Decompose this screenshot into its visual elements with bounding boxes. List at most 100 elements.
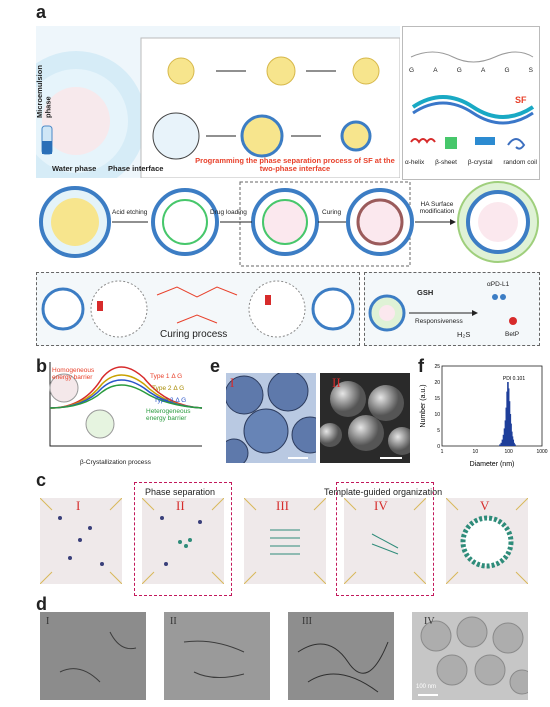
y-tick-label: 15	[434, 396, 440, 402]
seq-residue: G	[456, 67, 462, 74]
type1-label: Type 1 Δ G	[150, 373, 183, 380]
responsiveness-box: GSH αPD-L1 Responsiveness H₂S BetP	[364, 272, 540, 346]
histogram-bar	[499, 444, 501, 446]
template-guided-highlight	[336, 482, 434, 596]
step-drug-loading: Drug loading	[210, 209, 247, 216]
step-acid-etching: Acid etching	[112, 209, 148, 216]
histogram-bar	[500, 442, 503, 446]
y-tick-label: 5	[437, 428, 440, 434]
template-guided-label: Template-guided organization	[324, 487, 443, 497]
x-tick-label: 1	[441, 449, 444, 455]
tem-label-2: II	[170, 616, 177, 627]
heterogeneous-label: Heterogeneous energy barrier	[146, 408, 191, 423]
histogram-bar	[501, 439, 504, 446]
step-ha-modification: HA Surface modification	[419, 201, 455, 216]
phase-separation-label: Phase separation	[145, 487, 216, 497]
particle-5	[457, 181, 539, 263]
histogram-bar	[512, 439, 515, 446]
y-tick-label: 25	[434, 364, 440, 370]
md-drawing-2	[142, 498, 224, 584]
homogeneous-label: Homogeneous energy barrier	[52, 367, 95, 382]
beta-sheet-label: β-sheet	[435, 159, 457, 166]
tem-image-1: I	[40, 612, 146, 700]
tem-particles-4	[418, 616, 535, 696]
particle-4	[346, 188, 414, 256]
particle-1	[39, 186, 111, 258]
histogram-bar	[503, 428, 506, 446]
phase-interface-label: Phase interface	[108, 164, 164, 173]
sf-structure-legend: G A G A G S SF α-helix β-sheet β-crystal…	[402, 26, 540, 180]
f-xlabel: Diameter (nm)	[470, 461, 515, 468]
tem-image-2: II	[164, 612, 270, 700]
structure-labels: α-helix β-sheet β-crystal random coil	[405, 159, 537, 166]
panel-letter-d: d	[36, 594, 47, 614]
tem-label-4: IV	[424, 616, 435, 627]
tem-label-1: I	[46, 616, 50, 627]
seq-residue: A	[480, 67, 486, 74]
process-row-illustration	[39, 181, 539, 267]
tem-fibers-1	[59, 631, 137, 683]
particle-2	[151, 188, 219, 256]
md-snapshot-2: II	[142, 498, 224, 584]
seq-residue: S	[528, 67, 533, 74]
md-drawing-1	[40, 498, 122, 584]
tem-image-4: IV 100 nm	[412, 612, 535, 700]
sf-legend-drawing	[410, 51, 535, 150]
f-plot-frame	[441, 365, 543, 447]
water-phase-label: Water phase	[52, 164, 97, 173]
seq-residue: G	[409, 67, 415, 74]
scale-bar-label: 100 nm	[416, 684, 437, 690]
type2-label: Type 2 Δ G	[152, 385, 185, 392]
md-snapshot-5: V	[446, 498, 528, 584]
phase-separation-highlight	[134, 482, 232, 596]
step-curing: Curing	[322, 209, 342, 216]
type3-label: Type 3 Δ G	[154, 397, 187, 404]
histogram-bar	[514, 444, 516, 446]
md-drawing-5	[446, 498, 528, 584]
histogram-bar	[504, 420, 507, 446]
h2s-label: H₂S	[457, 330, 471, 339]
optical-spheres	[226, 373, 316, 463]
f-annotation: PDI 0.101	[503, 376, 525, 382]
md-label-3: III	[276, 498, 289, 513]
y-tick-label: 0	[437, 444, 440, 450]
seq-residue: A	[433, 67, 438, 74]
apdl1-label: αPD-L1	[487, 281, 510, 288]
sequence-row: G A G A G S	[409, 67, 533, 74]
panel-letter-f: f	[418, 356, 424, 376]
tem-label-3: III	[302, 616, 312, 627]
responsiveness-label: Responsiveness	[415, 318, 463, 325]
x-tick-label: 1000	[536, 449, 547, 455]
tem-image-3: III	[288, 612, 394, 700]
y-tick-label: 10	[434, 412, 440, 418]
microemulsion-label: Microemulsion phase	[35, 65, 53, 118]
responsiveness-drawing	[368, 294, 517, 332]
x-tick-label: 10	[473, 449, 479, 455]
microemulsion-illustration	[6, 37, 401, 191]
x-tick-label: 100	[504, 449, 513, 455]
histogram-bar	[513, 442, 515, 446]
programming-text: Programming the phase separation process…	[195, 156, 395, 174]
md-snapshot-3: III	[244, 498, 326, 584]
histogram-bar	[505, 407, 508, 446]
particle-3	[251, 188, 319, 256]
sf-label: SF	[515, 95, 527, 105]
md-drawing-3	[244, 498, 326, 584]
histogram-bar	[507, 388, 510, 446]
optical-micrograph: I	[226, 373, 316, 463]
microemulsion-scheme	[6, 26, 401, 191]
tem-fibers-3	[297, 641, 389, 693]
panel-letter-b: b	[36, 356, 47, 376]
panel-letter-a: a	[36, 2, 47, 22]
beta-crystal-label: β-crystal	[467, 159, 493, 166]
panel-letter-e: e	[210, 356, 221, 376]
curing-process-box: Curing process	[36, 272, 360, 346]
md-snapshot-4: IV	[344, 498, 426, 584]
sem-micrograph: II	[320, 373, 410, 463]
curing-process-label: Curing process	[160, 329, 228, 340]
panel-letter-c: c	[36, 470, 47, 490]
md-snapshot-1: I	[40, 498, 122, 584]
y-tick-label: 20	[434, 380, 440, 386]
size-distribution-chart: 0 5 10 15 20 25 1 10 100 1000 PDI 0.101 Diameter…	[420, 364, 548, 468]
energy-barrier-plot	[49, 362, 203, 447]
